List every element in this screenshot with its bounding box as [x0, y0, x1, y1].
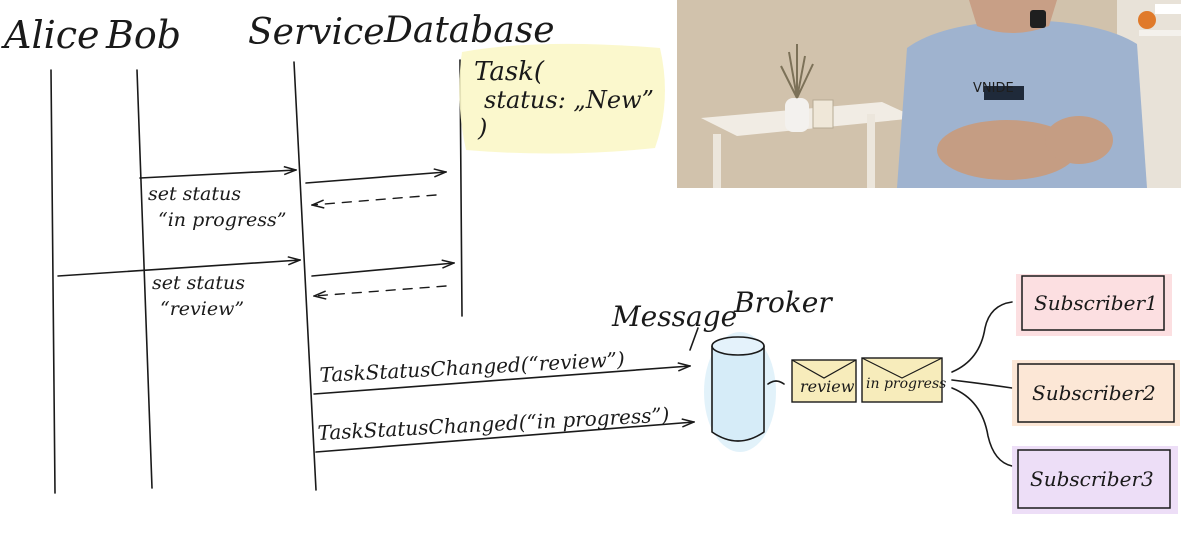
note-highlight: [459, 43, 665, 154]
arrow-service-to-db-1: [305, 172, 446, 184]
note-line-1: Task(: [474, 57, 545, 87]
lifeline-alice: [50, 69, 56, 494]
subscriber-1: Subscriber1: [1016, 274, 1172, 336]
fanout-line-3: [951, 387, 1013, 467]
arrow-db-reply-2: [314, 285, 447, 296]
lifeline-service: [293, 61, 317, 491]
fanout-line-1: [951, 301, 1013, 373]
message-1-line-2: “in progress”: [158, 209, 286, 231]
subscriber-3: Subscriber3: [1012, 446, 1178, 514]
webcam-overlay: VNIDE: [677, 0, 1181, 188]
actor-bob: Bob: [105, 13, 181, 57]
arrow-set-in-progress: [139, 170, 296, 179]
message-2-line-1: set status: [152, 272, 245, 294]
note-line-3: ): [477, 114, 487, 142]
broker-label-pointer: [689, 327, 699, 351]
arrow-set-review: [57, 260, 300, 277]
shirt-text: VNIDE: [973, 81, 1014, 96]
envelope-review: review: [791, 359, 857, 403]
message-2-line-2: “review”: [160, 298, 244, 320]
subscriber-2-label: Subscriber2: [1032, 381, 1156, 405]
broker-label-broker: Broker: [733, 286, 833, 319]
subscriber-3-label: Subscriber3: [1030, 467, 1154, 491]
envelope-in-progress: in progress: [861, 357, 946, 403]
event-review-arrow: [313, 366, 690, 395]
fanout-line-2: [951, 379, 1013, 389]
broker-label-message: Message: [611, 300, 737, 333]
subscriber-2: Subscriber2: [1012, 360, 1180, 426]
subscriber-1-label: Subscriber1: [1034, 291, 1158, 315]
actor-database: Database: [383, 10, 555, 51]
message-1-line-1: set status: [148, 183, 241, 205]
event-in-progress-arrow: [315, 422, 694, 453]
envelope-in-progress-label: in progress: [866, 376, 946, 392]
actor-alice: Alice: [1, 13, 100, 57]
arrow-db-reply-1: [312, 194, 437, 205]
arrow-service-to-db-2: [311, 263, 454, 277]
lifeline-bob: [136, 69, 153, 489]
event-review-label: TaskStatusChanged(“review”): [319, 347, 625, 387]
envelope-review-label: review: [800, 377, 855, 396]
actor-service: Service: [248, 12, 385, 53]
webcam-scene: VNIDE: [677, 0, 1181, 188]
broker-cylinder: [711, 336, 765, 442]
note-line-2: status: „New”: [484, 86, 654, 114]
broker-queue-connector: [767, 380, 785, 385]
